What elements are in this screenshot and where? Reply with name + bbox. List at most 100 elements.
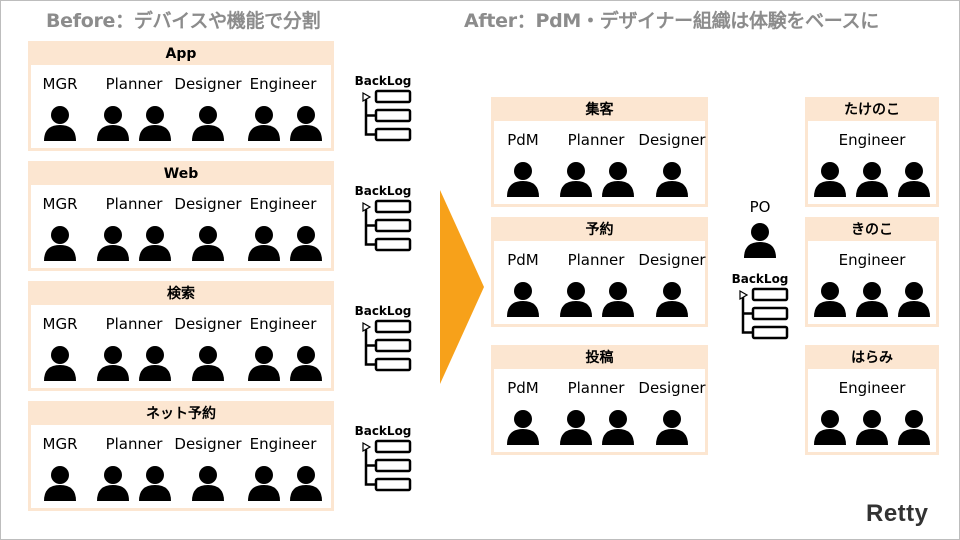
transition-arrow-icon <box>440 190 484 384</box>
person-icon <box>602 162 634 197</box>
person-icon <box>44 346 76 381</box>
person-icon <box>560 410 592 445</box>
role-label: PdM <box>507 379 539 397</box>
retty-logo: Retty <box>866 500 929 527</box>
person-icon <box>898 282 930 317</box>
person-icon <box>192 106 224 141</box>
person-icon <box>290 466 322 501</box>
backlog-stack-icon <box>362 199 412 252</box>
after-team-acquisition: 集客 PdM Planner Designer <box>491 97 708 207</box>
po-label: PO <box>749 198 771 216</box>
role-label: MGR <box>42 75 78 93</box>
person-icon <box>44 466 76 501</box>
backlog-label: BackLog <box>731 272 789 286</box>
person-icon <box>44 106 76 141</box>
role-label: Planner <box>567 251 625 269</box>
engineer-team-harami: はらみ Engineer <box>805 345 939 455</box>
role-label: Planner <box>105 315 163 333</box>
person-icon <box>507 162 539 197</box>
role-label: Engineer <box>249 315 317 333</box>
person-icon <box>898 410 930 445</box>
team-body: PdM Planner Designer <box>494 241 706 324</box>
before-team-app: App MGR Planner Designer Engineer <box>28 41 334 151</box>
team-body: MGR Planner Designer Engineer <box>31 305 331 388</box>
role-label: Planner <box>105 195 163 213</box>
backlog-stack-icon <box>362 89 412 142</box>
person-icon <box>44 226 76 261</box>
team-body: MGR Planner Designer Engineer <box>31 425 331 508</box>
role-label: Designer <box>174 75 242 93</box>
role-label: Planner <box>567 131 625 149</box>
person-icon <box>290 226 322 261</box>
engineer-team-kinoko: きのこ Engineer <box>805 217 939 327</box>
backlog-net-reservation: BackLog <box>352 424 414 496</box>
person-icon <box>898 162 930 197</box>
person-icon <box>814 162 846 197</box>
team-title: きのこ <box>851 222 893 238</box>
role-label: Engineer <box>249 195 317 213</box>
backlog-stack-icon <box>739 287 789 340</box>
team-body: Engineer <box>808 121 936 204</box>
person-icon <box>814 282 846 317</box>
person-icon <box>248 106 280 141</box>
role-label: Engineer <box>249 75 317 93</box>
person-icon <box>97 226 129 261</box>
team-title: Web <box>163 166 199 182</box>
person-icon <box>139 346 171 381</box>
role-label: Designer <box>638 251 706 269</box>
role-label: Engineer <box>838 251 906 269</box>
person-icon <box>97 346 129 381</box>
role-label: PdM <box>507 131 539 149</box>
backlog-web: BackLog <box>352 184 414 256</box>
team-body: MGR Planner Designer Engineer <box>31 65 331 148</box>
person-icon <box>248 226 280 261</box>
role-label: MGR <box>42 195 78 213</box>
role-label: Engineer <box>838 131 906 149</box>
backlog-stack-icon <box>362 319 412 372</box>
person-icon <box>560 162 592 197</box>
person-icon <box>139 106 171 141</box>
person-icon <box>560 282 592 317</box>
person-icon <box>656 162 688 197</box>
person-icon <box>290 106 322 141</box>
role-label: PdM <box>507 251 539 269</box>
backlog-po: BackLog <box>729 272 791 344</box>
team-title: App <box>165 46 197 62</box>
role-label: Designer <box>638 131 706 149</box>
role-label: Planner <box>105 75 163 93</box>
person-icon <box>97 466 129 501</box>
team-title: はらみ <box>851 350 893 366</box>
team-title: 検索 <box>167 286 195 302</box>
person-icon <box>602 282 634 317</box>
team-body: Engineer <box>808 369 936 452</box>
person-icon <box>290 346 322 381</box>
backlog-stack-icon <box>362 439 412 492</box>
backlog-search: BackLog <box>352 304 414 376</box>
role-label: Designer <box>174 435 242 453</box>
person-icon <box>656 282 688 317</box>
team-title: 投稿 <box>585 350 614 366</box>
role-label: MGR <box>42 315 78 333</box>
person-icon <box>192 466 224 501</box>
role-label: Designer <box>174 315 242 333</box>
team-title: 集客 <box>585 102 614 118</box>
role-label: Planner <box>105 435 163 453</box>
person-icon <box>248 466 280 501</box>
team-body: Engineer <box>808 241 936 324</box>
backlog-app: BackLog <box>352 74 414 146</box>
person-icon <box>248 346 280 381</box>
person-icon <box>507 282 539 317</box>
po-person-icon <box>744 223 776 258</box>
role-label: Engineer <box>249 435 317 453</box>
person-icon <box>656 410 688 445</box>
person-icon <box>602 410 634 445</box>
backlog-label: BackLog <box>354 424 412 438</box>
person-icon <box>139 466 171 501</box>
person-icon <box>507 410 539 445</box>
role-label: Engineer <box>838 379 906 397</box>
before-team-net-reservation: ネット予約 MGR Planner Designer Engineer <box>28 401 334 511</box>
backlog-label: BackLog <box>354 184 412 198</box>
before-team-search: 検索 MGR Planner Designer Engineer <box>28 281 334 391</box>
team-title: たけのこ <box>844 102 900 118</box>
after-team-reservation: 予約 PdM Planner Designer <box>491 217 708 327</box>
